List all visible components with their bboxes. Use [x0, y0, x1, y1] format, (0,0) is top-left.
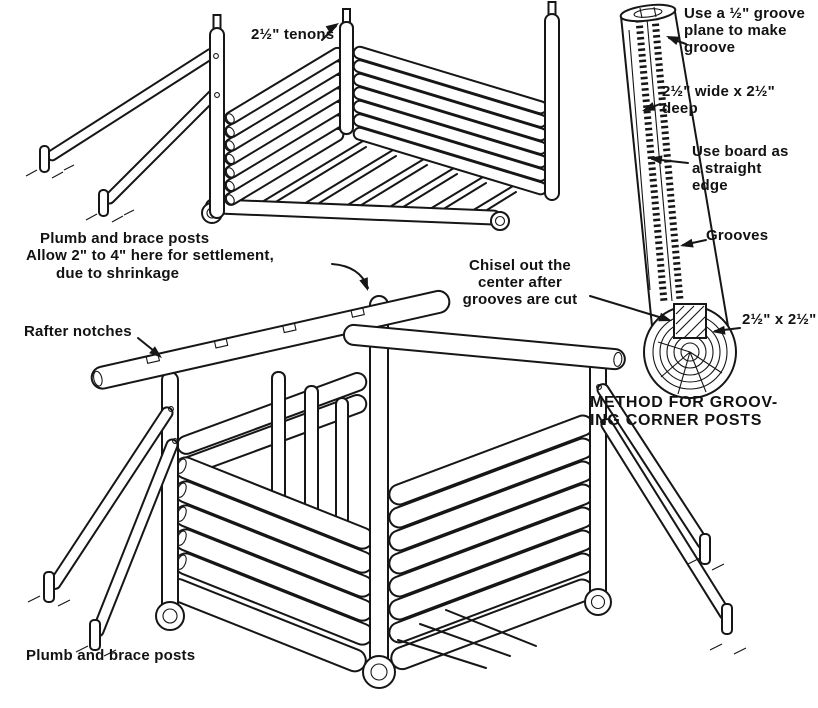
label-plumb-bottom: Plumb and brace posts	[26, 647, 196, 664]
straight-edge-board	[628, 29, 651, 291]
ground-stake	[43, 571, 55, 603]
groove-hatch	[651, 17, 684, 301]
label-board-edge: Use board as a straight edge	[692, 143, 789, 194]
growth-checks	[657, 341, 723, 395]
label-plumb-top: Plumb and brace posts	[40, 230, 210, 247]
ground-stake	[98, 189, 109, 217]
label-grooves: Grooves	[706, 227, 769, 244]
label-wide-deep: 2½" wide x 2½" deep	[662, 83, 775, 117]
label-settlement-2: due to shrinkage	[56, 265, 180, 282]
corner-post	[544, 13, 560, 201]
bolt	[168, 406, 174, 412]
log-right-edge	[674, 11, 729, 327]
label-rafter-notches: Rafter notches	[24, 323, 132, 340]
notch-hatch	[675, 305, 707, 339]
floor-boards	[397, 609, 537, 669]
ground-hatch	[25, 164, 135, 223]
bolt	[214, 92, 220, 98]
label-cross-dim: 2½" x 2½"	[742, 311, 817, 328]
label-chisel: Chisel out the center after grooves are …	[462, 257, 578, 308]
plate-log	[342, 323, 626, 371]
log-wall-corner-illustration	[201, 1, 560, 231]
log-left-edge	[620, 15, 653, 327]
ground-stake	[89, 619, 101, 651]
log-end-foot	[490, 211, 510, 231]
corner-post	[339, 21, 354, 135]
annotation-arrows	[137, 19, 741, 362]
corner-post-tall	[369, 295, 389, 671]
braced-post-illustration-top	[25, 48, 219, 223]
ground-stake	[721, 603, 733, 635]
log-end-foot	[362, 655, 396, 689]
ground-stake	[699, 533, 711, 565]
plate-log-notched	[90, 289, 451, 390]
log-end-foot	[584, 588, 612, 616]
corner-post	[209, 27, 225, 219]
log-top-end	[619, 3, 677, 23]
ground-stake	[39, 145, 50, 173]
bolt	[596, 384, 602, 390]
label-groove-plane: Use a ½" groove plane to make groove	[684, 5, 805, 56]
bolt	[600, 419, 606, 425]
bolt	[213, 53, 219, 59]
rafter-notch	[145, 307, 365, 365]
label-method-caption: METHOD FOR GROOV- ING CORNER POSTS	[590, 394, 778, 430]
grooved-corner-post-illustration	[619, 3, 737, 399]
bolt	[172, 438, 178, 444]
ground-hatch	[687, 557, 747, 655]
cabin-frame-illustration	[27, 289, 747, 689]
ground-hatch	[27, 595, 117, 657]
floor-joists	[251, 140, 517, 224]
groove-hatch	[635, 19, 668, 303]
label-tenons: 2½" tenons	[251, 26, 335, 43]
log-end-foot	[155, 601, 185, 631]
label-settlement-1: Allow 2" to 4" here for settlement,	[26, 247, 274, 264]
